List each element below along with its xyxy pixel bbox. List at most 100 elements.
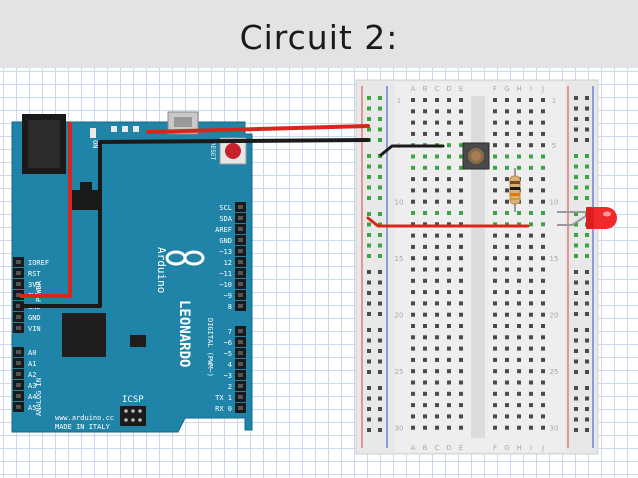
breadboard-hole — [529, 403, 533, 408]
breadboard-hole — [541, 143, 545, 148]
breadboard-hole — [529, 211, 533, 215]
rail-hole — [378, 370, 382, 374]
breadboard-hole — [435, 222, 439, 227]
rail-hole — [585, 196, 589, 200]
breadboard-hole — [411, 403, 415, 408]
row-number-left: 30 — [395, 425, 404, 433]
breadboard-hole — [435, 233, 439, 238]
breadboard-hole — [459, 346, 463, 351]
row-number-left: 25 — [395, 368, 404, 376]
breadboard-hole — [459, 301, 463, 306]
column-letter-bottom: F — [493, 444, 497, 452]
column-letter-top: B — [423, 85, 428, 93]
breadboard-hole — [529, 222, 533, 227]
breadboard-hole — [517, 346, 521, 351]
slide-title: Circuit 2: — [239, 18, 399, 57]
breadboard-hole — [411, 391, 415, 396]
rail-hole — [574, 301, 578, 306]
breadboard-hole — [529, 109, 533, 114]
breadboard-hole — [435, 369, 439, 374]
breadboard-hole — [459, 131, 463, 136]
rail-hole — [585, 138, 589, 142]
rail-hole — [378, 96, 382, 100]
right-pin-label: ~13 — [219, 248, 232, 256]
rail-hole — [574, 407, 578, 411]
breadboard-hole — [493, 143, 497, 148]
breadboard-hole — [529, 199, 533, 204]
breadboard-hole — [493, 211, 497, 215]
column-letter-bottom: G — [504, 444, 509, 452]
breadboard-hole — [423, 312, 427, 317]
breadboard-hole — [435, 324, 439, 328]
rail-hole — [585, 233, 589, 237]
breadboard-hole — [541, 414, 545, 419]
rail-hole — [585, 254, 589, 258]
breadboard-hole — [493, 165, 497, 170]
breadboard-hole — [493, 98, 497, 102]
rail-hole — [574, 280, 578, 285]
right-pin-label: 7 — [228, 328, 232, 336]
rail-hole — [367, 233, 371, 237]
breadboard-hole — [541, 244, 545, 249]
breadboard-hole — [411, 256, 415, 261]
breadboard-hole — [541, 335, 545, 340]
breadboard-hole — [505, 98, 509, 102]
header-pin-hole — [16, 361, 21, 365]
header-pin-hole — [238, 395, 243, 399]
breadboard-hole — [435, 98, 439, 102]
breadboard-hole — [505, 109, 509, 114]
usb-port — [167, 111, 199, 135]
breadboard-hole — [459, 109, 463, 114]
breadboard-hole — [411, 414, 415, 419]
header-pin-hole — [238, 351, 243, 355]
breadboard-hole — [447, 131, 451, 136]
left-pin-label: A4 — [28, 393, 36, 401]
breadboard-hole — [411, 188, 415, 193]
rail-hole — [585, 407, 589, 411]
breadboard-hole — [459, 244, 463, 249]
breadboard-hole — [493, 177, 497, 182]
header-pin-hole — [16, 326, 21, 330]
left-pin-label: A2 — [28, 371, 36, 379]
breadboard-hole — [423, 131, 427, 136]
rail-hole — [378, 175, 382, 179]
breadboard-hole — [411, 324, 415, 328]
rail-hole — [574, 243, 578, 248]
rail-hole — [367, 270, 371, 274]
column-letter-top: E — [459, 85, 463, 93]
breadboard-hole — [493, 199, 497, 204]
rail-hole — [367, 280, 371, 285]
breadboard-hole — [423, 380, 427, 385]
breadboard-hole — [517, 290, 521, 295]
breadboard-hole — [423, 233, 427, 238]
breadboard-hole — [541, 391, 545, 396]
rail-hole — [367, 254, 371, 258]
breadboard-hole — [493, 244, 497, 249]
breadboard-hole — [411, 267, 415, 272]
rail-hole — [378, 428, 382, 432]
right-pin-label: 4 — [228, 361, 232, 369]
header-pin-hole — [16, 350, 21, 354]
breadboard-hole — [505, 211, 509, 215]
breadboard-hole — [529, 278, 533, 283]
breadboard-hole — [541, 403, 545, 408]
column-letter-bottom: D — [446, 444, 451, 452]
led — [557, 207, 617, 229]
breadboard-hole — [529, 369, 533, 374]
left-pin-label: A0 — [28, 349, 36, 357]
rail-hole — [378, 138, 382, 142]
breadboard-hole — [459, 425, 463, 430]
left-pin-label: RST — [28, 270, 41, 278]
breadboard-hole — [447, 244, 451, 249]
breadboard-hole — [423, 165, 427, 170]
website-label: www.arduino.cc — [55, 414, 114, 422]
breadboard-hole — [423, 357, 427, 362]
breadboard-hole — [459, 199, 463, 204]
column-letter-top: J — [541, 85, 544, 93]
rail-hole — [585, 349, 589, 353]
breadboard-hole — [447, 109, 451, 114]
column-letter-bottom: A — [411, 444, 416, 452]
breadboard-hole — [529, 324, 533, 328]
breadboard-hole — [541, 233, 545, 238]
breadboard-hole — [529, 357, 533, 362]
